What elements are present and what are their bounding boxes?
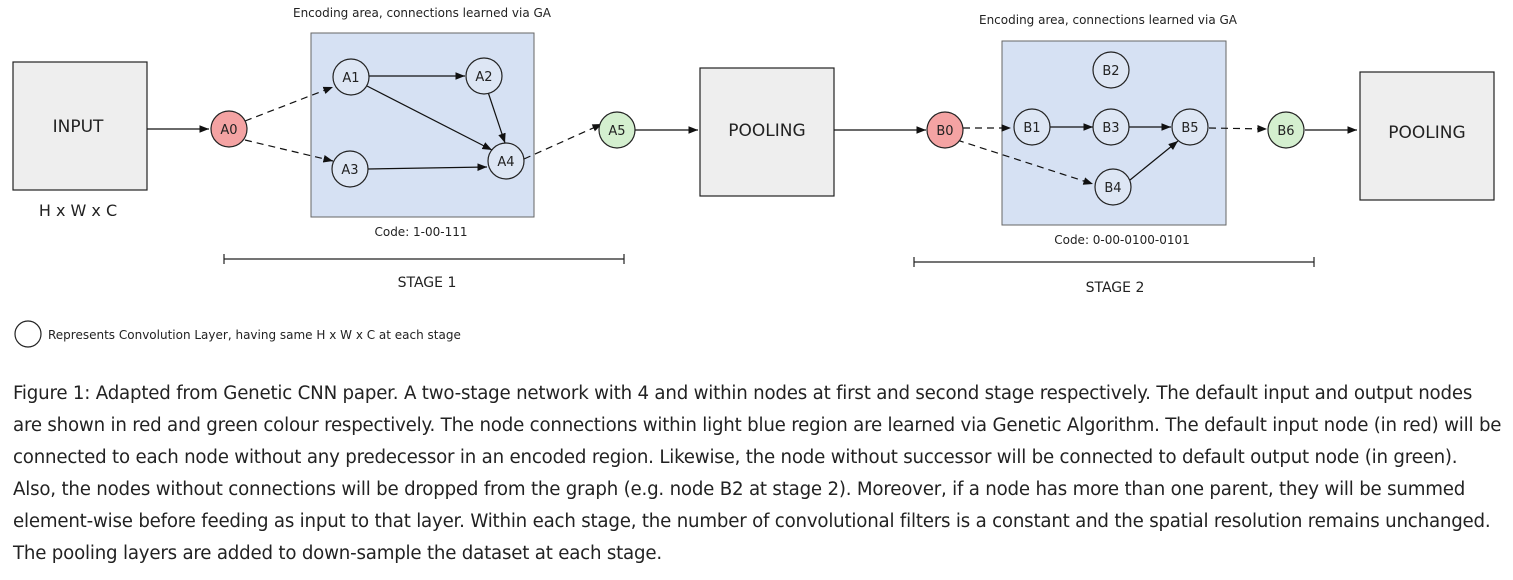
pooling1-label: POOLING: [728, 121, 805, 141]
node-a1: A1: [332, 58, 370, 96]
stage2-code: Code: 0-00-0100-0101: [1054, 233, 1190, 247]
stage1-code: Code: 1-00-111: [374, 225, 467, 239]
stage2-edges: [834, 123, 1357, 185]
node-a5: A5: [598, 111, 636, 149]
node-b1: B1: [1013, 108, 1051, 146]
genetic-cnn-diagram: Encoding area, connections learned via G…: [12, 6, 1495, 348]
node-b6: B6: [1267, 111, 1305, 149]
input-dims: H x W x C: [39, 201, 117, 220]
node-a3: A3: [331, 150, 369, 188]
node-a0-label: A0: [220, 123, 237, 138]
input-label: INPUT: [53, 117, 104, 137]
figure-caption: Figure 1: Adapted from Genetic CNN paper…: [13, 383, 1502, 564]
legend-text: Represents Convolution Layer, having sam…: [48, 328, 461, 342]
node-a2: A2: [465, 57, 503, 95]
pooling2-label: POOLING: [1388, 123, 1465, 143]
node-b3-label: B3: [1102, 121, 1119, 136]
pooling1-box: [699, 67, 835, 197]
node-b3: B3: [1092, 108, 1130, 146]
input-box: [12, 61, 148, 191]
stage1-label: STAGE 1: [398, 275, 457, 291]
pooling2-box: [1359, 71, 1495, 201]
node-a5-label: A5: [608, 124, 625, 139]
node-a1-label: A1: [342, 71, 359, 86]
node-b4-label: B4: [1104, 181, 1121, 196]
node-a4-label: A4: [497, 155, 514, 170]
node-b5-label: B5: [1181, 121, 1198, 136]
node-b2-label: B2: [1102, 64, 1119, 79]
node-a2-label: A2: [475, 70, 492, 85]
node-a0: A0: [210, 110, 248, 148]
stage2-label: STAGE 2: [1086, 280, 1145, 296]
stage2-bracket: [913, 257, 1315, 267]
node-a3-label: A3: [341, 163, 358, 178]
node-b5: B5: [1171, 108, 1209, 146]
stage1-region-title: Encoding area, connections learned via G…: [293, 6, 552, 20]
node-b0-label: B0: [936, 124, 953, 139]
node-b2: B2: [1092, 51, 1130, 89]
stage2-region-title: Encoding area, connections learned via G…: [979, 13, 1238, 27]
legend: Represents Convolution Layer, having sam…: [14, 320, 461, 348]
stage1-bracket: [223, 254, 625, 264]
node-b6-label: B6: [1277, 124, 1294, 139]
node-b4: B4: [1094, 168, 1132, 206]
node-b0: B0: [926, 111, 964, 149]
node-b1-label: B1: [1023, 121, 1040, 136]
node-a4: A4: [487, 142, 525, 180]
stage1-edges: [147, 72, 698, 172]
legend-circle-icon: [14, 320, 42, 348]
